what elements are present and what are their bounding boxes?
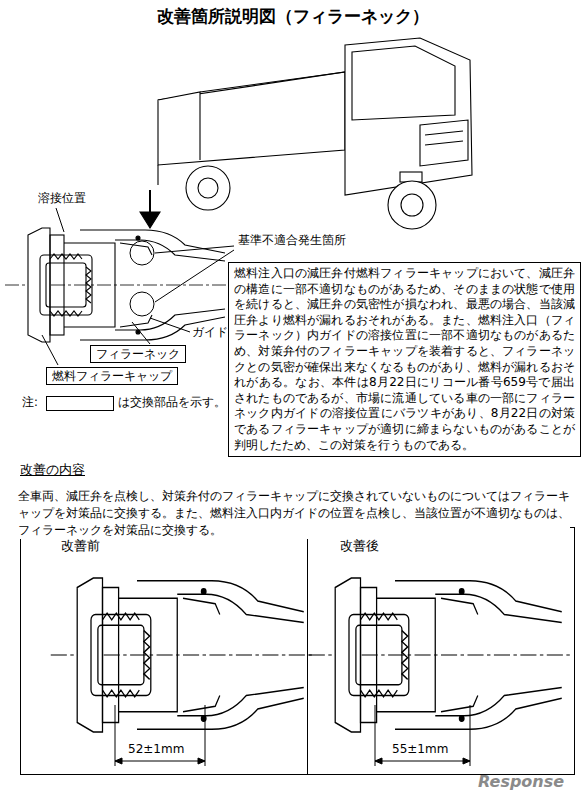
comparison-panel: 改善後	[307, 527, 575, 775]
body-paragraph: 全車両、減圧弁を点検し、対策弁付のフィラーキャップに交換されていないものについて…	[18, 488, 570, 539]
box-text: 燃料注入口の減圧弁付燃料フィラーキャップにおいて、減圧弁の構造に一部不適切なもの…	[234, 266, 575, 453]
comparison-panel: 改善前	[20, 527, 308, 775]
part-label: 溶接位置	[38, 192, 86, 206]
part-label-box: 燃料フィラーキャップ	[46, 367, 178, 385]
title: 改善箇所説明図（フィラーネック）	[157, 6, 429, 26]
legend-sample-box	[46, 396, 114, 411]
panel-heading: 改善後	[340, 538, 379, 554]
description-box: 燃料注入口の減圧弁付燃料フィラーキャップにおいて、減圧弁の構造に一部不適切なもの…	[228, 262, 581, 457]
dimension-label: 52±1mm	[128, 742, 184, 756]
dimension-label: 55±1mm	[392, 742, 448, 756]
box-text: フィラーネック	[96, 347, 180, 361]
legend-text: は交換部品を示す。	[118, 396, 226, 410]
panel-heading: 改善前	[61, 538, 100, 554]
section-heading: 改善の内容	[20, 462, 85, 477]
truck-illustration	[140, 38, 472, 229]
part-label-box: フィラーネック	[90, 345, 186, 363]
part-label: 基準不適合発生箇所	[238, 234, 346, 248]
leader-lines	[42, 208, 234, 365]
box-text: 燃料フィラーキャップ	[52, 369, 172, 383]
watermark: Response	[478, 772, 564, 791]
note-label: 注:	[22, 396, 38, 410]
part-label: ガイド	[192, 326, 228, 340]
dimension-lines	[115, 705, 470, 766]
